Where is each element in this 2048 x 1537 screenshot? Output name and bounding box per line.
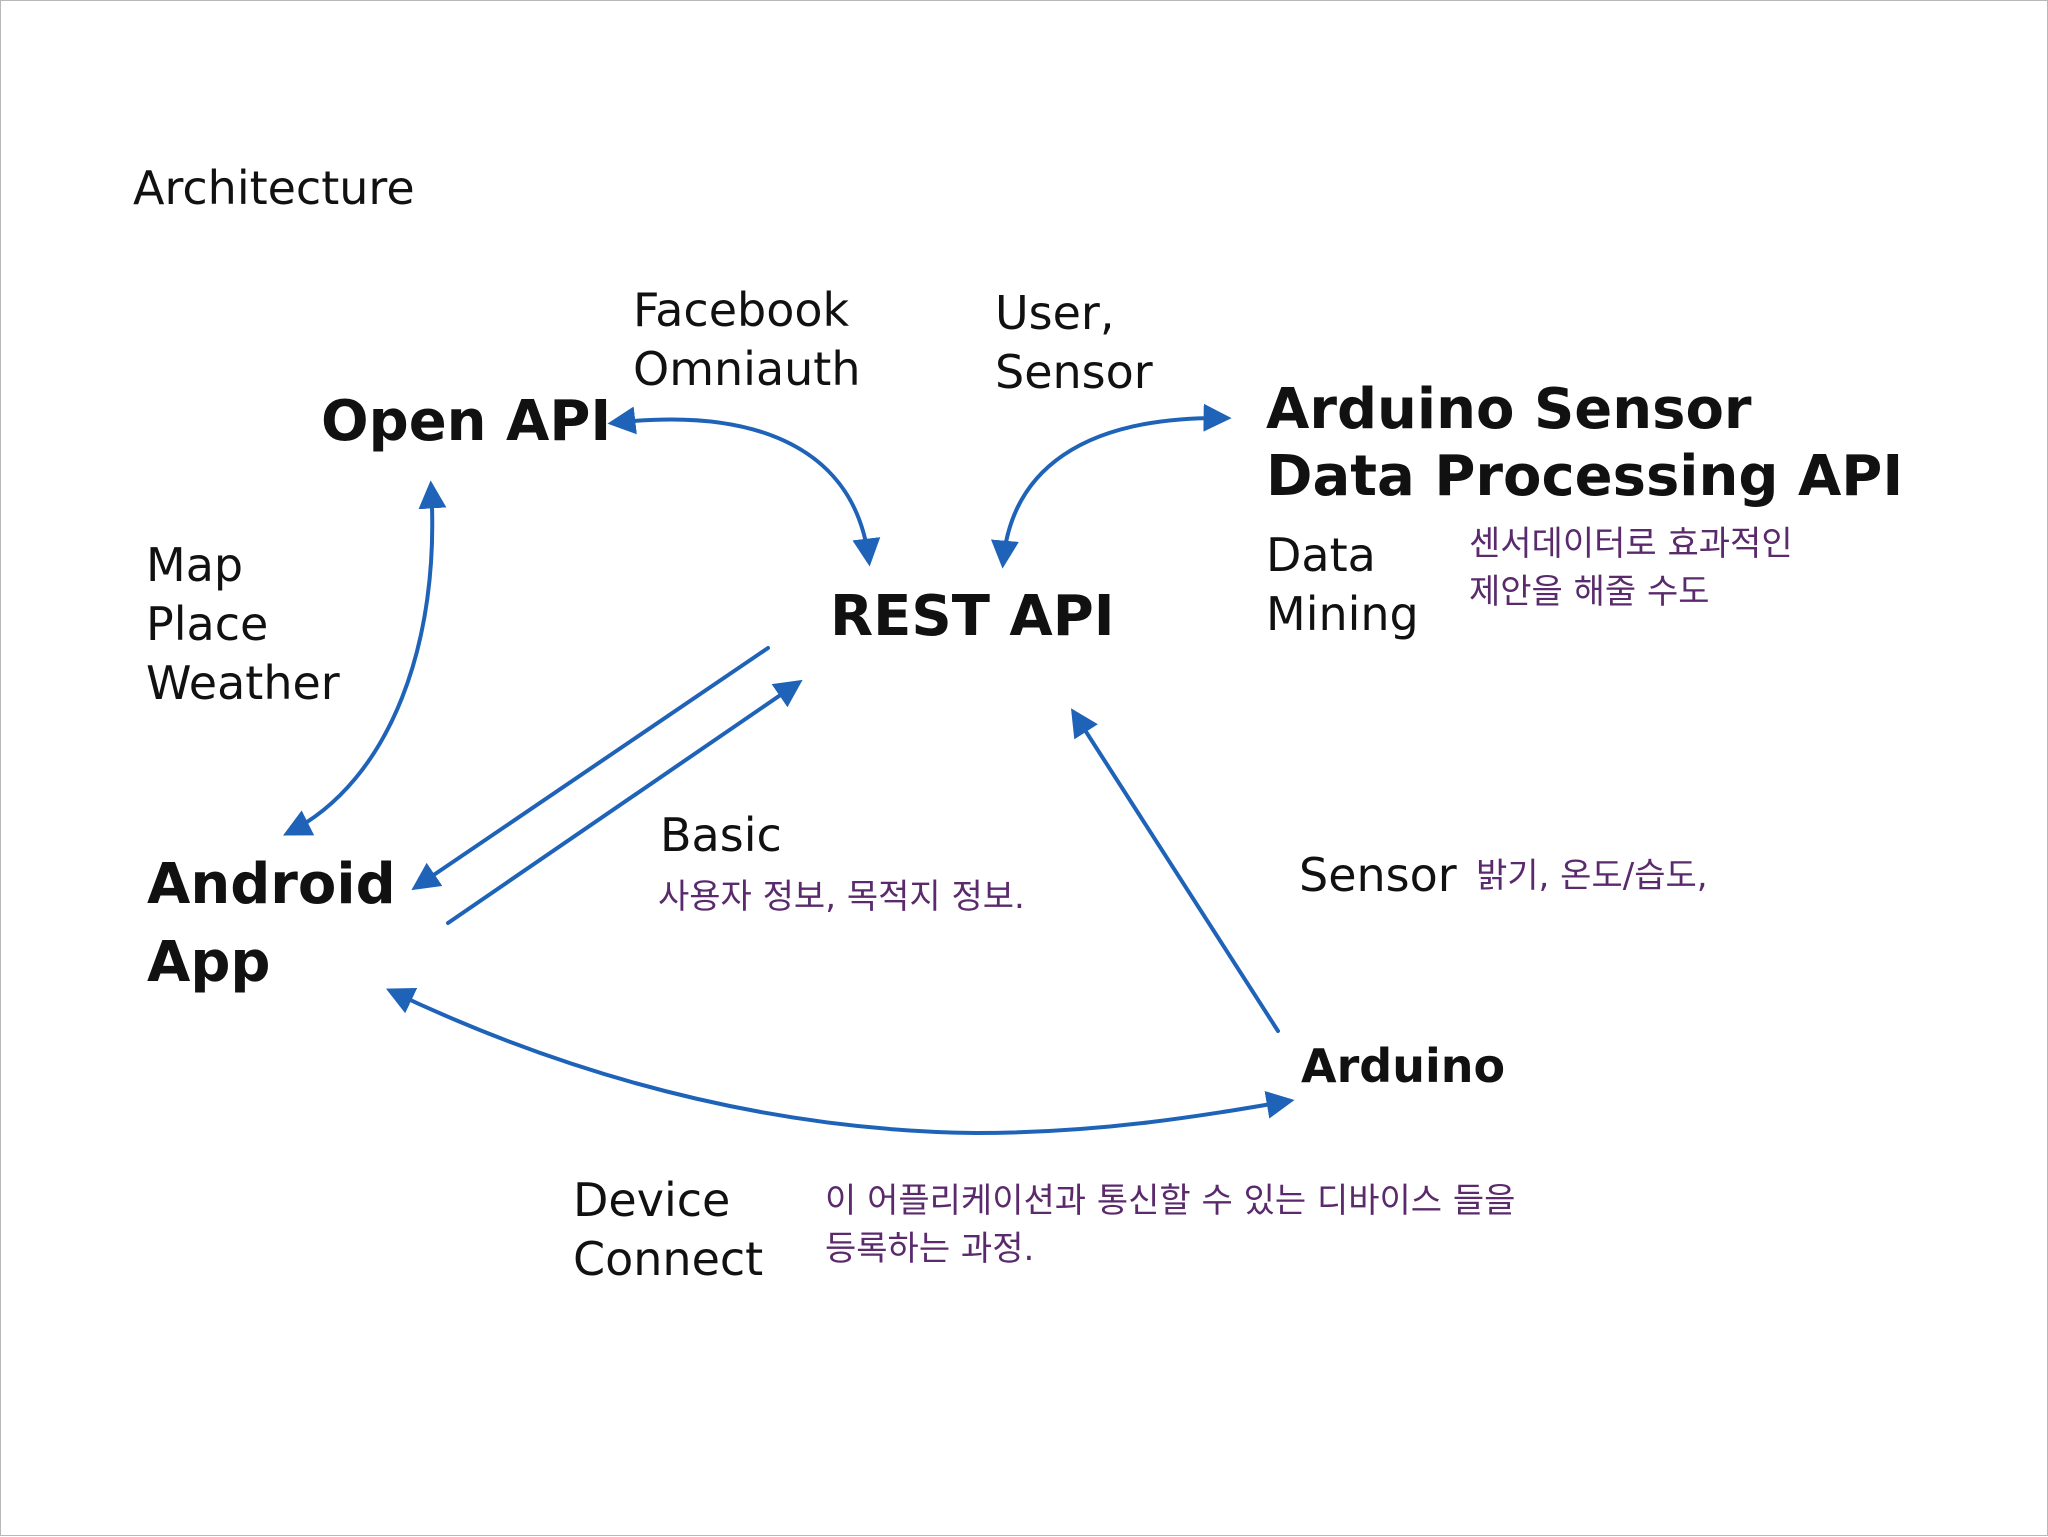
label-connect: Connect [573,1231,764,1286]
arrow-openapi-restapi [607,406,881,567]
note-data-mining-line-2: 제안을 해줄 수도 [1469,571,1710,612]
diagram-title: Architecture [133,161,415,215]
node-android-app-line-1: Android [147,852,396,917]
node-rest-api: REST API [830,584,1115,649]
arrow-restapi-to-android [411,646,770,891]
label-place: Place [146,596,269,651]
label-device: Device [573,1173,731,1227]
label-sensor: Sensor [1299,848,1457,902]
label-facebook: Facebook [633,283,850,337]
node-arduino-sensor-api-line-1: Arduino Sensor [1266,377,1752,442]
label-data-mining: Data Mining [1266,526,1419,644]
note-basic: 사용자 정보, 목적지 정보. [658,877,1025,917]
note-data-mining: 센서데이터로 효과적인 제안을 해줄 수도 [1469,521,1793,616]
label-basic: Basic [660,808,782,862]
note-device-connect: 이 어플리케이션과 통신할 수 있는 디바이스 들을 등록하는 과정. [825,1178,1515,1273]
node-android-app: Android App [147,846,396,1003]
label-mining: Mining [1266,586,1419,641]
arrow-openapi-android [283,480,447,836]
label-user-sensor: User, Sensor [995,284,1153,402]
arrow-android-to-restapi [446,679,803,925]
note-data-mining-line-1: 센서데이터로 효과적인 [1469,524,1793,564]
label-data: Data [1266,528,1376,582]
note-device-connect-line-1: 이 어플리케이션과 통신할 수 있는 디바이스 들을 [825,1181,1516,1221]
arrow-arduino-to-restapi [1070,708,1280,1033]
label-user: User, [995,286,1115,340]
node-android-app-line-2: App [147,930,271,996]
node-arduino-sensor-api-line-2: Data Processing API [1266,444,1904,510]
label-facebook-omniauth: Facebook Omniauth [633,281,860,399]
arrow-restapi-arduino-sensor-api [991,403,1232,569]
label-sensor-data: Sensor [995,344,1153,399]
node-arduino: Arduino [1301,1039,1506,1093]
label-map: Map [146,538,244,592]
label-map-place-weather: Map Place Weather [146,536,340,713]
label-omniauth: Omniauth [633,341,861,396]
arrow-android-arduino [385,987,1295,1136]
note-sensor: 밝기, 온도/습도, [1476,856,1708,896]
node-arduino-sensor-api: Arduino Sensor Data Processing API [1266,376,1903,510]
label-device-connect: Device Connect [573,1171,763,1289]
label-weather: Weather [146,655,340,710]
note-device-connect-line-2: 등록하는 과정. [825,1228,1035,1269]
node-open-api: Open API [321,389,612,454]
